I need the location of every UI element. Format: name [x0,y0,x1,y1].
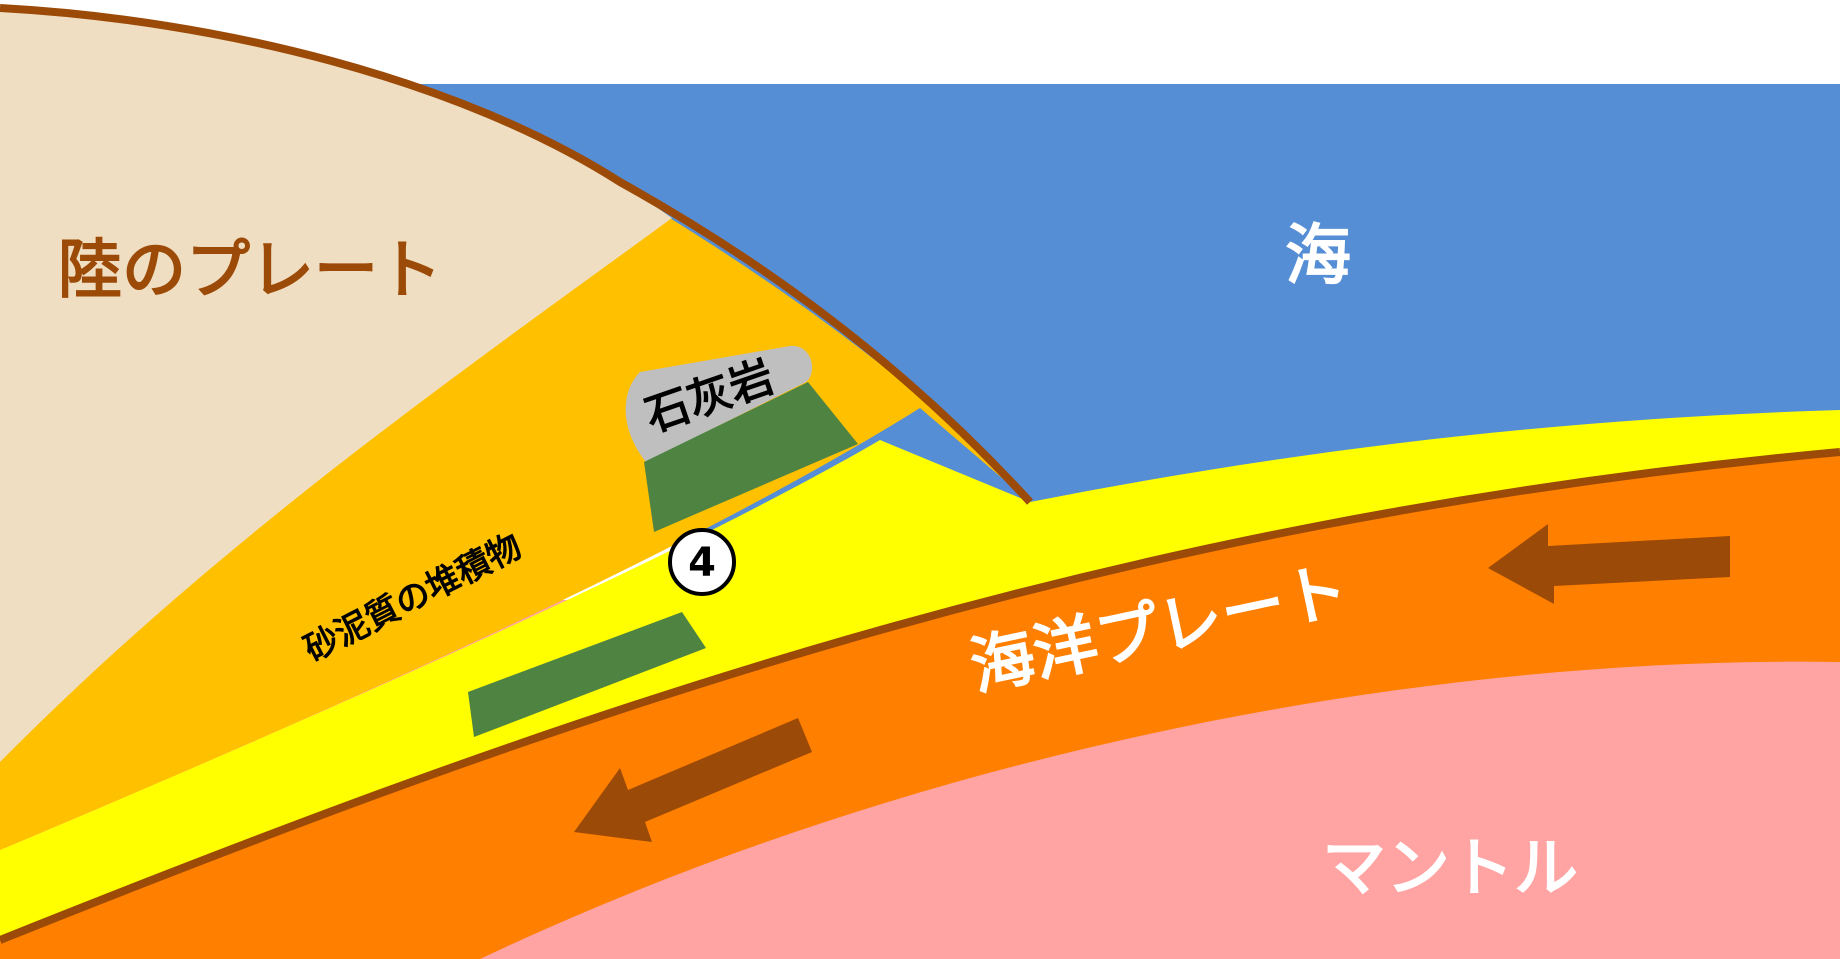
label-mantle: マントル [1322,832,1578,906]
continental-plate-boundary [0,4,1033,505]
continental-plate [0,8,672,762]
limestone-cap [625,345,813,462]
oceanic-plate [0,452,1840,959]
oceanic-plate-boundary [0,448,1840,944]
marker-circle [668,528,736,596]
oceanic-plate-movement-arrow [1488,524,1730,604]
sediment-layer [0,410,1840,940]
marker-number: 4 [688,540,716,586]
label-continental-plate: 陸のプレート [58,234,442,308]
label-sea: 海 [1285,217,1351,294]
basalt-block-upper [644,382,858,532]
subduction-arrow [574,718,812,842]
basalt-block-lower [468,612,706,737]
